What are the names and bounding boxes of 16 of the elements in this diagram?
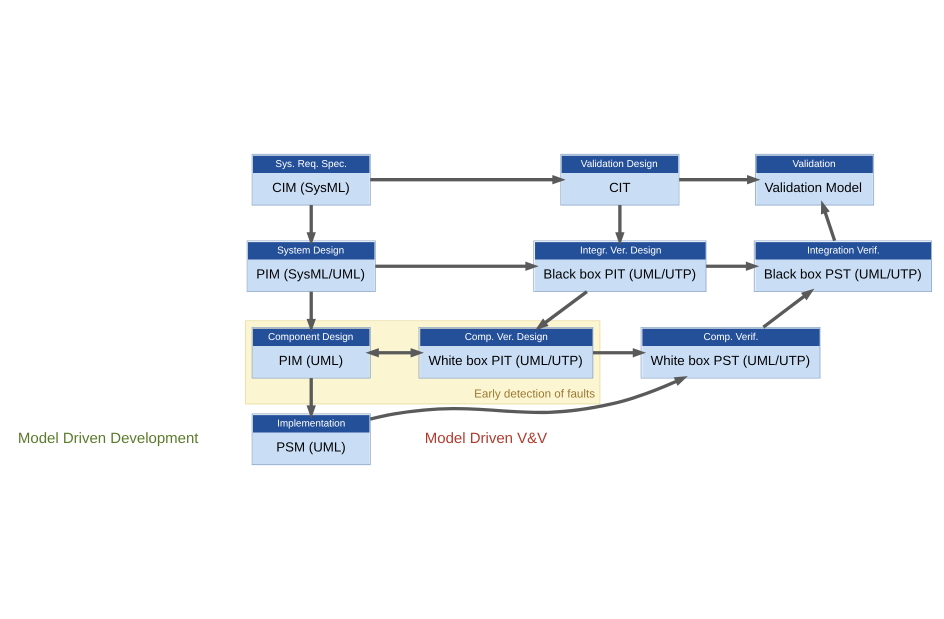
arrow — [820, 200, 836, 242]
arrow — [706, 262, 760, 271]
arrow — [535, 290, 588, 330]
label: Model Driven Development — [18, 430, 198, 447]
arrow — [370, 376, 688, 421]
arrow — [679, 175, 760, 184]
label: Model Driven V&V — [424, 430, 548, 447]
arrow — [375, 262, 539, 271]
arrow — [306, 378, 316, 419]
arrow — [306, 292, 316, 332]
arrow — [615, 205, 625, 246]
arrow — [593, 348, 646, 358]
arrow — [370, 175, 566, 184]
arrow — [366, 348, 424, 358]
arrow — [306, 205, 316, 246]
arrow — [762, 288, 814, 328]
